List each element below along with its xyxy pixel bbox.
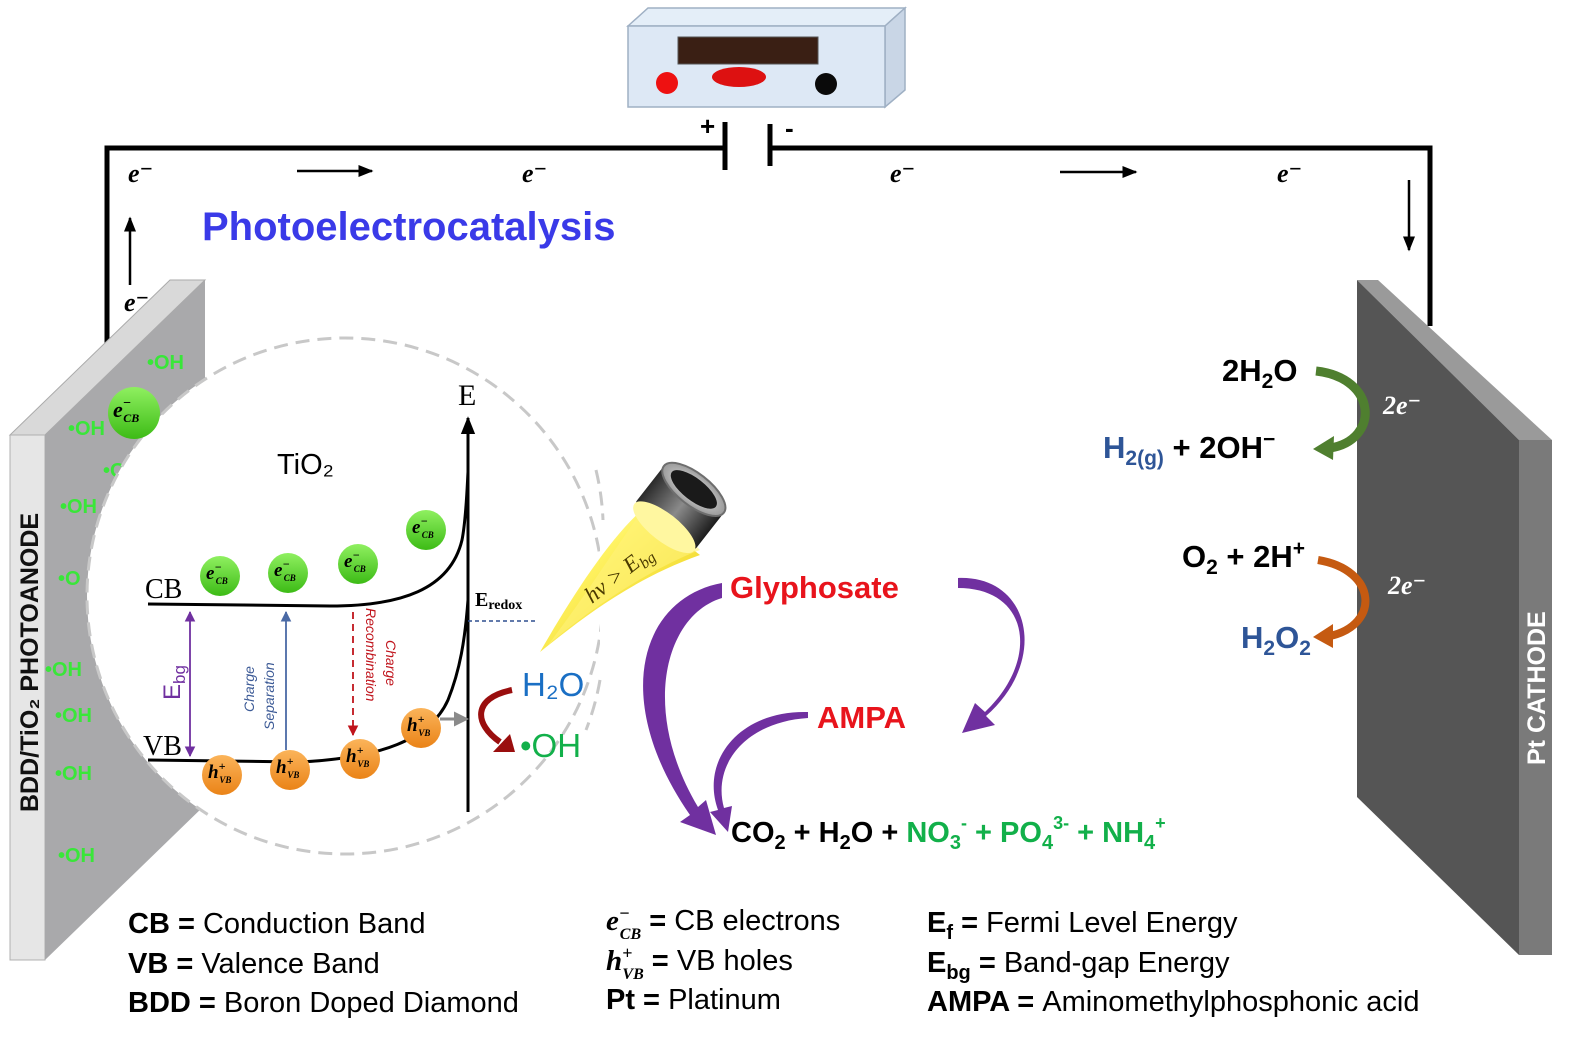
- water-oxidation-arrow: [478, 687, 513, 745]
- cathode-label: Pt CATHODE: [1523, 611, 1551, 765]
- oh-radical: •OH: [60, 496, 97, 518]
- svg-text:h+VB: h+VB: [276, 754, 299, 780]
- power-knob: [712, 67, 766, 87]
- charge-recombination-label: Recombination: [363, 608, 379, 702]
- cathode-reaction-2: O2 + 2H+ 2e⁻ H2O2: [1182, 537, 1426, 660]
- legend-cb: CB = Conduction Band: [128, 908, 425, 940]
- vb-holes: h+VB h+VB h+VB h+VB: [202, 708, 441, 795]
- cb-electron: e−CB: [268, 553, 308, 593]
- power-supply-display: [677, 36, 819, 65]
- oh-radical: •OH: [147, 352, 184, 374]
- hydroxyl-label: •OH: [520, 727, 581, 764]
- cb-label: CB: [145, 574, 182, 605]
- svg-text:e−CB: e−CB: [113, 396, 139, 425]
- vb-hole: h+VB: [270, 750, 310, 790]
- vb-hole: h+VB: [340, 739, 380, 779]
- anode-radicals: •OH •OH •O •OH •O •OH •OH •OH •OH: [45, 352, 184, 867]
- redox-label: Eredox: [475, 589, 522, 613]
- legend-ef: Ef = Fermi Level Energy: [927, 907, 1238, 944]
- diagram-title: Photoelectrocatalysis: [202, 205, 616, 249]
- degradation-products: CO2 + H2O + NO3- + PO43- + NH4+: [731, 813, 1166, 854]
- wire-electron-2: e⁻: [522, 159, 547, 188]
- external-circuit: [104, 122, 1433, 352]
- r2-electrons: 2e⁻: [1387, 571, 1426, 600]
- r1-reactant: 2H2O: [1222, 353, 1297, 393]
- svg-text:e−CB: e−CB: [344, 548, 366, 574]
- glyphosate-to-products-arrow: [643, 583, 722, 835]
- cb-electron: e−CB: [338, 544, 378, 584]
- legend-ampa: AMPA = Aminomethylphosphonic acid: [927, 986, 1419, 1018]
- r1-electrons: 2e⁻: [1382, 391, 1421, 420]
- legend-holes: h+VB = VB holes: [606, 943, 793, 983]
- cathode: Pt CATHODE: [1357, 280, 1552, 955]
- minus-sign: -: [785, 113, 794, 143]
- glyphosate-label: Glyphosate: [730, 570, 899, 605]
- charge-recombination-label: Charge: [383, 640, 399, 686]
- svg-text:h+VB: h+VB: [407, 712, 430, 738]
- oh-radical: •OH: [55, 705, 92, 727]
- oh-radical: •OH: [68, 418, 105, 440]
- cathode-reaction-1: 2H2O 2e⁻ H2(g) + 2OH−: [1103, 353, 1421, 470]
- legend-electrons: e−CB = CB electrons: [606, 903, 840, 943]
- wire-electron-4: e⁻: [1277, 159, 1302, 188]
- svg-text:e−CB: e−CB: [206, 560, 228, 586]
- legend-pt: Pt = Platinum: [606, 984, 781, 1016]
- lamp: hν > Ebg: [540, 461, 727, 652]
- r2-reactant: O2 + 2H+: [1182, 537, 1305, 579]
- oh-radical: •OH: [55, 763, 92, 785]
- legend-vb: VB = Valence Band: [128, 948, 380, 980]
- anode-electron-ball: e−CB: [108, 387, 160, 439]
- energy-axis-label: E: [458, 379, 476, 412]
- oh-radical: •OH: [58, 845, 95, 867]
- svg-text:h+VB: h+VB: [208, 759, 231, 785]
- tio2-label: TiO₂: [277, 449, 334, 481]
- legend-ebg: Ebg = Band-gap Energy: [927, 947, 1230, 984]
- glyphosate-to-ampa-arrow: [958, 577, 1025, 733]
- photoanode-label: BDD/TiO₂ PHOTOANODE: [16, 513, 44, 812]
- charge-separation-label: Separation: [261, 662, 277, 730]
- bandgap-label: Ebg: [159, 665, 189, 700]
- negative-terminal: [815, 73, 837, 95]
- wire-electron-3: e⁻: [890, 159, 915, 188]
- svg-text:e−CB: e−CB: [274, 557, 296, 583]
- svg-text:h+VB: h+VB: [346, 743, 369, 769]
- vb-hole: h+VB: [401, 708, 441, 748]
- svg-text:e−CB: e−CB: [412, 514, 434, 540]
- ampa-to-products-arrow: [710, 711, 808, 832]
- r2-product: H2O2: [1241, 620, 1311, 660]
- r1-product: H2(g) + 2OH−: [1103, 428, 1275, 470]
- cb-electrons: e−CB e−CB e−CB e−CB: [200, 510, 446, 596]
- degradation-arrows: [643, 577, 1025, 835]
- band-diagram: TiO₂ E CB VB Ebg Charge Separation Recom…: [108, 379, 537, 812]
- power-supply: [626, 6, 907, 109]
- charge-separation-label: Charge: [241, 666, 257, 712]
- cb-electron: e−CB: [406, 510, 446, 550]
- conduction-band: [147, 471, 470, 608]
- ampa-label: AMPA: [817, 700, 906, 735]
- legend: CB = Conduction Band VB = Valence Band B…: [128, 903, 1419, 1019]
- positive-terminal: [656, 72, 678, 94]
- plus-sign: +: [700, 111, 715, 141]
- wire-electron-1: e⁻: [128, 159, 153, 188]
- oh-radical: •O: [58, 568, 81, 590]
- legend-bdd: BDD = Boron Doped Diamond: [128, 987, 519, 1019]
- vb-hole: h+VB: [202, 755, 242, 795]
- cb-electron: e−CB: [200, 556, 240, 596]
- water-label: H₂O: [522, 666, 584, 703]
- oh-radical: •OH: [45, 659, 82, 681]
- vb-label: VB: [143, 731, 182, 762]
